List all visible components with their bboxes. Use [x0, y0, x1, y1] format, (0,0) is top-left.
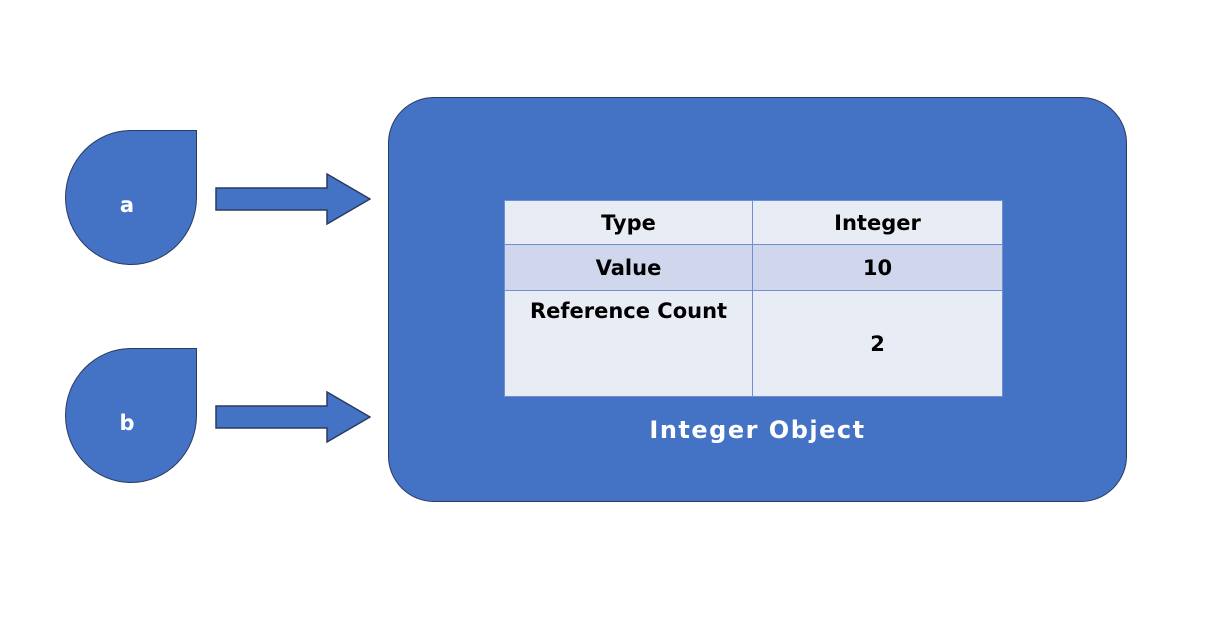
arrow-a-to-object [215, 173, 371, 225]
variable-node-a[interactable]: a [65, 130, 197, 265]
attr-value-type: Integer [752, 200, 1003, 245]
table-row: Reference Count 2 [504, 290, 1003, 397]
integer-object-caption: Integer Object [649, 416, 866, 444]
arrow-b-to-object [215, 391, 371, 443]
attr-value-reference-count: 2 [752, 290, 1003, 397]
attr-key-value: Value [504, 244, 753, 291]
object-attribute-table: Type Integer Value 10 Reference Count 2 [504, 200, 1003, 397]
variable-node-b[interactable]: b [65, 348, 197, 483]
attr-key-reference-count: Reference Count [504, 290, 753, 397]
attr-key-type: Type [504, 200, 753, 245]
arrow-b-shape [215, 391, 371, 443]
table-row: Type Integer [504, 200, 1003, 245]
integer-object-box[interactable]: Type Integer Value 10 Reference Count 2 … [388, 97, 1127, 502]
table-row: Value 10 [504, 244, 1003, 291]
arrow-a-shape [215, 173, 371, 225]
attr-value-value: 10 [752, 244, 1003, 291]
variable-label-a: a [119, 193, 135, 217]
variable-label-b: b [119, 411, 135, 435]
